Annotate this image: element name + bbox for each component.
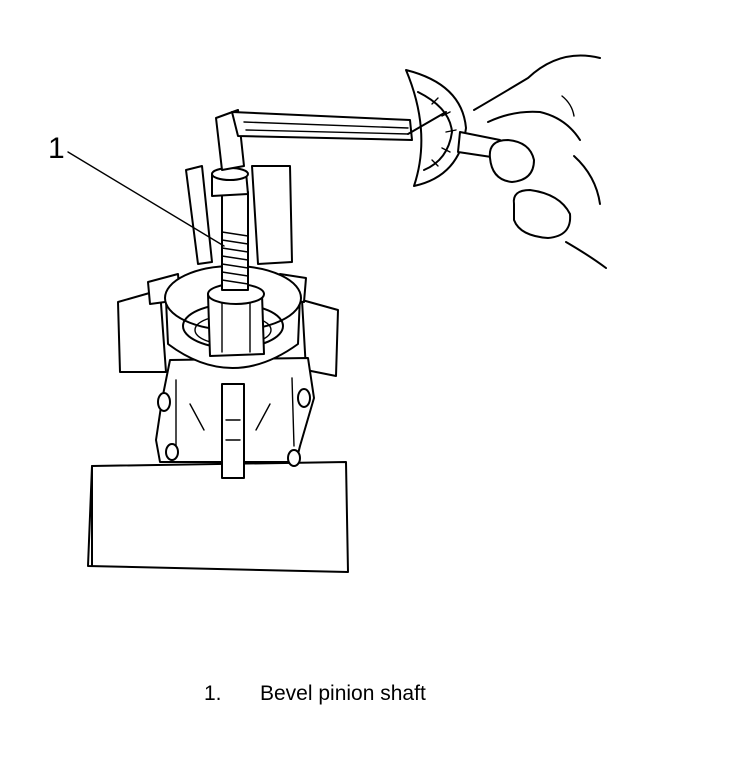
hand [473,54,607,269]
legend-item-number: 1. [204,682,222,705]
support-block [87,461,349,573]
callout-number-1: 1 [48,132,65,165]
torque-wrench [215,69,501,187]
socket [207,283,265,357]
legend-item-label: Bevel pinion shaft [260,682,426,705]
bevel-pinion-torque-diagram [67,54,607,573]
threaded-shaft [221,191,249,291]
shaft-nut [211,167,249,197]
callout-leader-line [67,151,225,247]
pinion-shaft-lower [221,383,245,479]
legend-item-1: 1. Bevel pinion shaft [204,681,426,707]
